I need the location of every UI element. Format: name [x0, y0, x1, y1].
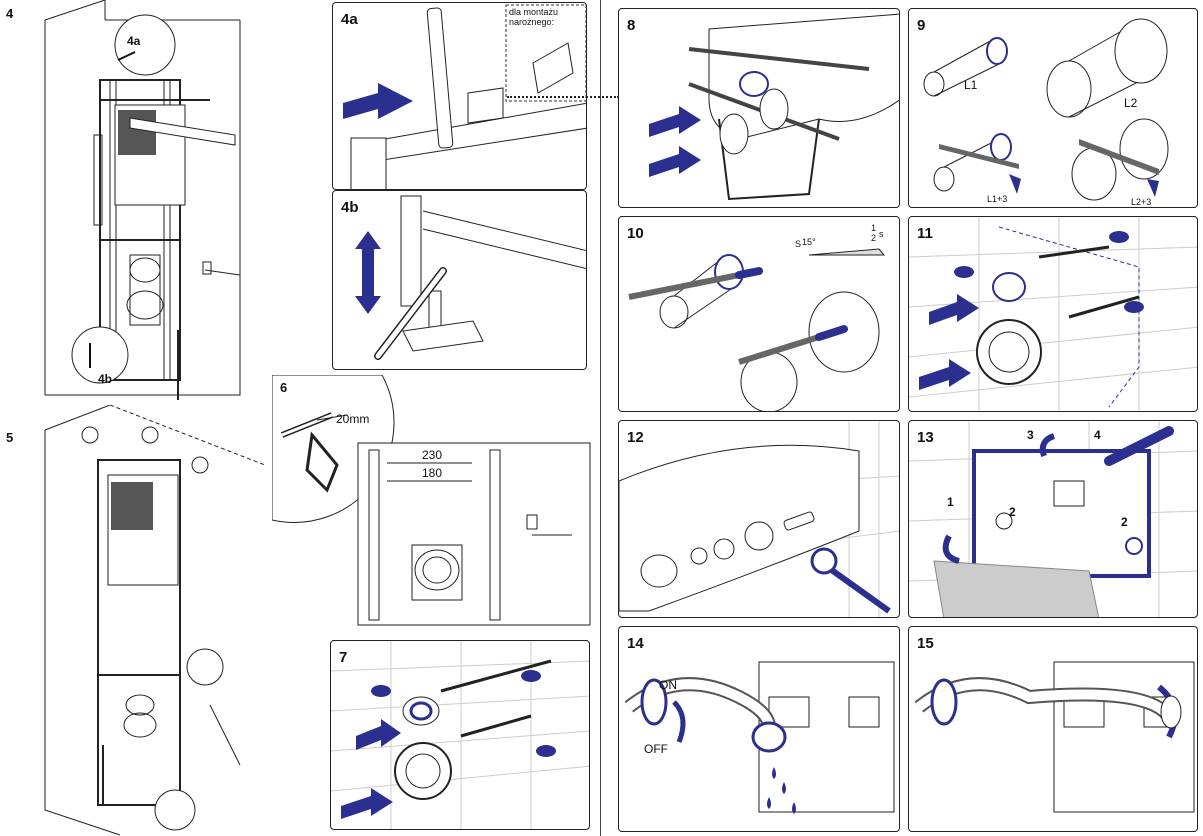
label-l1-plus: L1+3 — [987, 194, 1007, 204]
label-s-left: S — [795, 239, 801, 249]
label-off: OFF — [644, 742, 668, 756]
callout-1: 1 — [947, 495, 954, 509]
angle-15: 15° — [802, 237, 816, 247]
dim-230: 230 — [422, 448, 442, 462]
label-half-den: 2 — [871, 233, 876, 243]
step-4b-panel: 4b — [332, 190, 587, 370]
step-9-panel: 9 L1 L2 L1+3 L2+3 — [908, 8, 1198, 208]
step-13-panel: 13 1 2 2 3 4 — [908, 420, 1198, 618]
corner-note-line2: narożnego: — [509, 17, 554, 27]
step-8-number: 8 — [627, 17, 636, 34]
step-7-panel: 7 — [330, 640, 590, 830]
step-10-number: 10 — [627, 225, 644, 242]
step-11-panel: 11 — [908, 216, 1198, 412]
step-15-panel: 15 — [908, 626, 1198, 832]
step-14-panel: 14 ON OFF — [618, 626, 900, 832]
step-4-frame-illustration: 4a 4b — [0, 0, 270, 410]
label-half-s: s — [879, 229, 884, 239]
step-5-frame-illustration — [0, 405, 270, 836]
step-14-number: 14 — [627, 635, 644, 652]
connector-dotted-line — [507, 96, 619, 98]
step-13-number: 13 — [917, 429, 934, 446]
step-4b-number: 4b — [341, 199, 359, 216]
step-4b-callout: 4b — [98, 372, 113, 386]
step-7-number: 7 — [339, 649, 348, 666]
step-6-illustration: 20mm 230 180 6 — [272, 375, 602, 630]
step-4a-callout: 4a — [127, 34, 141, 48]
step-11-number: 11 — [917, 225, 933, 242]
step-12-number: 12 — [627, 429, 644, 446]
step-9-number: 9 — [917, 17, 926, 34]
step-10-panel: 10 15° S 1 2 s — [618, 216, 900, 412]
label-l2-plus: L2+3 — [1131, 197, 1151, 207]
callout-4: 4 — [1094, 428, 1101, 442]
step-5-number: 5 — [6, 430, 14, 445]
step-15-number: 15 — [917, 635, 934, 652]
step-8-panel: 8 — [618, 8, 900, 208]
callout-2b: 2 — [1121, 515, 1128, 529]
label-half-num: 1 — [871, 223, 876, 233]
label-on: ON — [659, 678, 677, 692]
step-4-number: 4 — [6, 6, 14, 21]
dim-180: 180 — [422, 466, 442, 480]
step-12-panel: 12 — [618, 420, 900, 618]
label-l2: L2 — [1124, 96, 1138, 110]
callout-2a: 2 — [1009, 505, 1016, 519]
callout-3: 3 — [1027, 428, 1034, 442]
label-l1: L1 — [964, 78, 978, 92]
section-divider — [600, 0, 601, 836]
step-6-number: 6 — [280, 380, 288, 395]
step-4a-number: 4a — [341, 11, 358, 28]
corner-note-line1: dla montażu — [509, 7, 558, 17]
dim-20mm: 20mm — [336, 412, 369, 426]
